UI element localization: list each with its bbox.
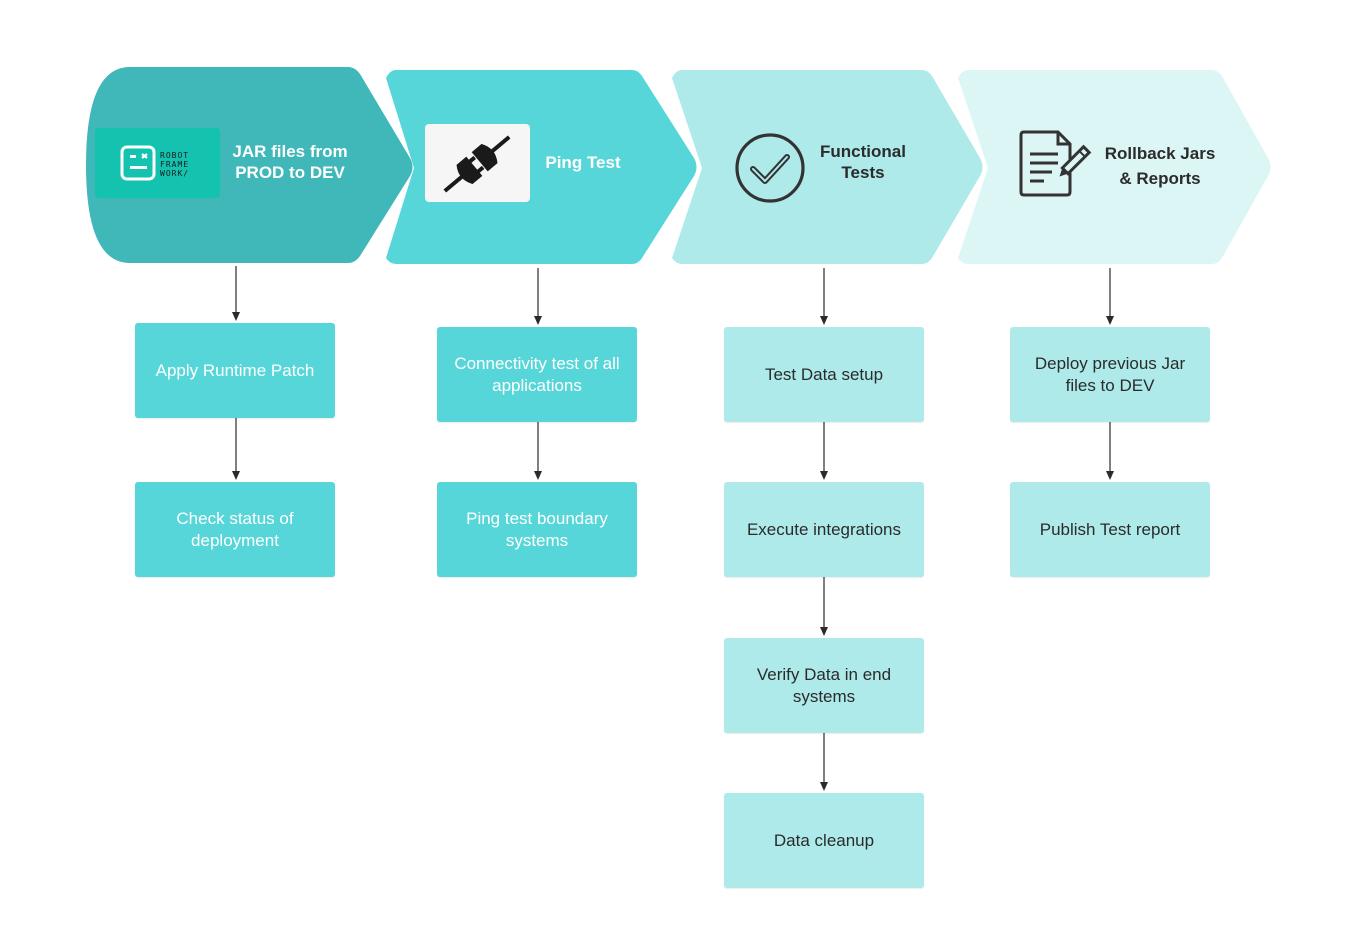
document-edit-icon <box>1018 128 1092 200</box>
stage-3-title-line-2: Tests <box>841 163 885 182</box>
arrow-head <box>232 471 240 480</box>
arrow-head <box>232 312 240 321</box>
arrow-head <box>820 627 828 636</box>
stage-4-title-line-1: Rollback Jars <box>1104 144 1216 163</box>
logo-text-line-1: ROBOT <box>160 151 190 160</box>
stage-2-title: Ping Test <box>533 152 633 173</box>
arrow-head <box>820 316 828 325</box>
checkmark-circle-icon <box>733 132 807 206</box>
stage-3-title-line-1: Functional <box>820 142 906 161</box>
step-deploy-previous-jar-files: Deploy previous Jar files to DEV <box>1010 327 1210 422</box>
robot-face-icon <box>120 145 156 181</box>
arrow-head <box>534 316 542 325</box>
arrow-head <box>820 782 828 791</box>
plug-connection-icon <box>425 124 530 202</box>
stage-3-title: Functional Tests <box>808 141 918 183</box>
robot-framework-logo: ROBOT FRAME WORK/ <box>95 128 220 198</box>
stage-4-title: Rollback Jars & Reports <box>1095 141 1225 191</box>
step-ping-test-boundary-systems: Ping test boundary systems <box>437 482 637 577</box>
flow-arrows <box>232 266 1114 791</box>
stage-1-title: JAR files from PROD to DEV <box>220 141 360 183</box>
arrow-head <box>534 471 542 480</box>
logo-text-line-3: WORK/ <box>160 169 190 178</box>
stage-4-title-line-2: & Reports <box>1119 169 1201 188</box>
step-test-data-setup: Test Data setup <box>724 327 924 422</box>
step-execute-integrations: Execute integrations <box>724 482 924 577</box>
step-check-status-of-deployment: Check status of deployment <box>135 482 335 577</box>
stage-1-title-line-1: JAR files from <box>232 142 348 161</box>
step-verify-data-in-end-systems: Verify Data in end systems <box>724 638 924 733</box>
step-connectivity-test: Connectivity test of all applications <box>437 327 637 422</box>
logo-text-line-2: FRAME <box>160 160 190 169</box>
stage-2-title-line-1: Ping Test <box>545 153 621 172</box>
arrow-head <box>1106 316 1114 325</box>
stage-1-title-line-2: PROD to DEV <box>235 163 345 182</box>
step-publish-test-report: Publish Test report <box>1010 482 1210 577</box>
arrow-head <box>1106 471 1114 480</box>
arrow-head <box>820 471 828 480</box>
step-apply-runtime-patch: Apply Runtime Patch <box>135 323 335 418</box>
step-data-cleanup: Data cleanup <box>724 793 924 888</box>
